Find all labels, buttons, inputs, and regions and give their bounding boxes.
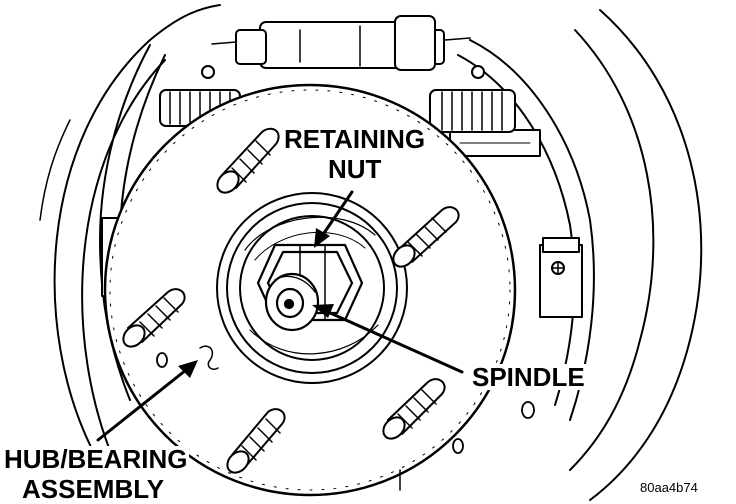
backing-plate-holes (156, 352, 535, 454)
return-spring-right (429, 89, 516, 133)
figure-code: 80aa4b74 (640, 480, 698, 495)
backing-plate (39, 4, 703, 501)
wheel-stud-2 (392, 206, 460, 268)
leader-arrow-hub-bearing (96, 360, 198, 442)
spindle (264, 272, 320, 332)
leader-arrow-retaining-nut (314, 190, 354, 248)
wheel-stud-4 (382, 378, 446, 440)
retaining-nut-label-line1: RETAINING (282, 124, 428, 154)
wheel-stud-5 (226, 408, 286, 474)
hub-bearing-label-line2: ASSEMBLY (20, 474, 167, 504)
leader-arrow-spindle (312, 304, 464, 374)
hub-bearing-label-line1: HUB/BEARING (2, 444, 190, 474)
hub-mark-squiggle (199, 345, 219, 371)
wheel-stud-3 (122, 288, 186, 348)
retaining-nut-label-line2: NUT (326, 154, 384, 184)
spindle-label: SPINDLE (470, 362, 587, 392)
wheel-cylinder (211, 15, 471, 71)
brake-shoe-right (449, 39, 595, 421)
wheel-stud-1 (216, 127, 280, 194)
